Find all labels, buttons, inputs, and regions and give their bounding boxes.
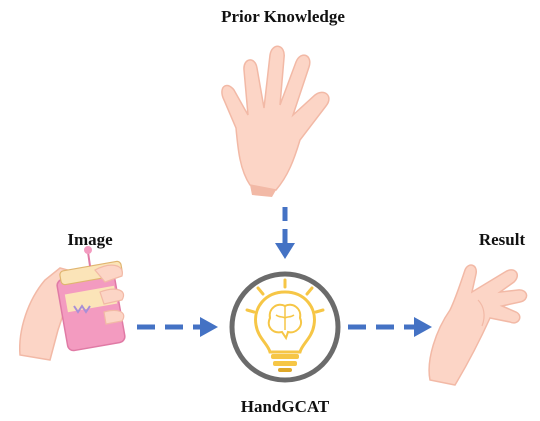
arrow-down <box>275 207 295 259</box>
hand-holding-cup-icon <box>19 246 126 361</box>
result-label: Result <box>478 230 526 249</box>
prior-knowledge-label: Prior Knowledge <box>221 7 345 26</box>
arrow-model-to-result <box>348 317 432 337</box>
open-hand-icon <box>221 45 330 197</box>
reaching-hand-icon <box>428 264 528 386</box>
lightbulb-brain-icon <box>229 271 341 383</box>
image-label: Image <box>67 230 113 249</box>
arrow-image-to-model <box>137 317 218 337</box>
handgcat-label: HandGCAT <box>240 397 330 416</box>
